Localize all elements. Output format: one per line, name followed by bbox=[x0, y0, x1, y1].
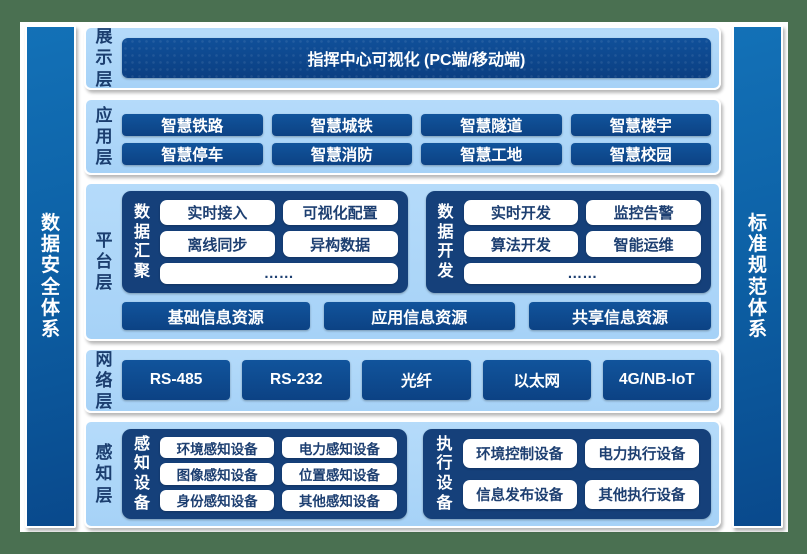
information-resources-row: 基础信息资源 应用信息资源 共享信息资源 bbox=[122, 302, 711, 330]
sensing-devices-items: 环境感知设备 电力感知设备 图像感知设备 位置感知设备 身份感知设备 其他感知设… bbox=[160, 437, 397, 511]
platform-layer-panel: 平台层 数据汇聚 实时接入 可视化配置 离线同步 异构数据 …… bbox=[84, 182, 721, 341]
application-layer-label: 应用层 bbox=[95, 105, 113, 168]
sensing-devices-label-zone: 感知设备 bbox=[132, 435, 152, 512]
sense-box-location: 位置感知设备 bbox=[282, 463, 397, 485]
data-development-items: 实时开发 监控告警 算法开发 智能运维 …… bbox=[463, 200, 701, 285]
platform-layer-label: 平台层 bbox=[95, 230, 113, 293]
network-layer-label-zone: 网络层 bbox=[86, 349, 122, 412]
data-security-sidebar-title: 数据安全体系 bbox=[40, 212, 60, 341]
dev-box-algorithm-dev: 算法开发 bbox=[463, 231, 579, 257]
standards-sidebar: 标准规范体系 bbox=[732, 25, 783, 528]
sense-box-other: 其他感知设备 bbox=[282, 489, 397, 511]
resource-box-shared-info: 共享信息资源 bbox=[529, 302, 711, 330]
agg-box-realtime-access: 实时接入 bbox=[160, 200, 275, 226]
agg-box-visual-config: 可视化配置 bbox=[282, 200, 398, 226]
presentation-layer-label-zone: 展示层 bbox=[86, 27, 122, 89]
network-layer-label: 网络层 bbox=[95, 349, 113, 412]
network-layer-content: RS-485 RS-232 光纤 以太网 4G/NB-IoT bbox=[122, 350, 719, 411]
application-layer-panel: 应用层 智慧铁路 智慧城铁 智慧隧道 智慧楼宇 智慧停车 智慧消防 智慧工地 智… bbox=[84, 98, 721, 175]
standards-sidebar-title: 标准规范体系 bbox=[747, 212, 767, 341]
application-layer-content: 智慧铁路 智慧城铁 智慧隧道 智慧楼宇 智慧停车 智慧消防 智慧工地 智慧校园 bbox=[122, 100, 719, 173]
data-development-label-zone: 数据开发 bbox=[436, 200, 456, 284]
data-security-sidebar: 数据安全体系 bbox=[25, 25, 76, 528]
app-box-smart-parking: 智慧停车 bbox=[122, 143, 263, 165]
network-layer-panel: 网络层 RS-485 RS-232 光纤 以太网 4G/NB-IoT bbox=[84, 348, 721, 413]
command-center-box: 指挥中心可视化 (PC端/移动端) bbox=[122, 38, 711, 78]
platform-layer-content: 数据汇聚 实时接入 可视化配置 离线同步 异构数据 …… 数据开发 bbox=[122, 184, 719, 339]
platform-groups: 数据汇聚 实时接入 可视化配置 离线同步 异构数据 …… 数据开发 bbox=[122, 191, 711, 294]
network-box-rs485: RS-485 bbox=[122, 360, 231, 400]
sense-box-environment: 环境感知设备 bbox=[160, 437, 275, 459]
data-development-label: 数据开发 bbox=[437, 204, 454, 280]
execution-devices-label-zone: 执行设备 bbox=[435, 436, 455, 512]
platform-layer-label-zone: 平台层 bbox=[86, 184, 122, 339]
presentation-layer-content: 指挥中心可视化 (PC端/移动端) bbox=[122, 28, 719, 88]
app-box-smart-fire: 智慧消防 bbox=[271, 143, 412, 165]
app-box-smart-site: 智慧工地 bbox=[421, 143, 562, 165]
execution-devices-group: 执行设备 环境控制设备 电力执行设备 信息发布设备 其他执行设备 bbox=[422, 429, 711, 519]
agg-box-heterogeneous-data: 异构数据 bbox=[282, 231, 398, 257]
app-box-smart-campus: 智慧校园 bbox=[570, 143, 711, 165]
sensing-devices-group: 感知设备 环境感知设备 电力感知设备 图像感知设备 位置感知设备 身份感知设备 … bbox=[122, 429, 407, 519]
presentation-layer-label: 展示层 bbox=[95, 27, 113, 89]
perception-layer-panel: 感知层 感知设备 环境感知设备 电力感知设备 图像感知设备 位置感知设备 身份感… bbox=[84, 420, 721, 528]
application-layer-label-zone: 应用层 bbox=[86, 100, 122, 173]
exec-box-info-publishing: 信息发布设备 bbox=[462, 480, 577, 509]
dev-box-ellipsis: …… bbox=[463, 262, 701, 285]
data-development-group: 数据开发 实时开发 监控告警 算法开发 智能运维 …… bbox=[425, 191, 711, 294]
app-box-smart-building: 智慧楼宇 bbox=[570, 114, 711, 136]
data-aggregation-label: 数据汇聚 bbox=[133, 204, 150, 280]
app-box-smart-metro: 智慧城铁 bbox=[271, 114, 412, 136]
execution-devices-label: 执行设备 bbox=[436, 435, 453, 512]
network-box-4g-nbiot: 4G/NB-IoT bbox=[602, 360, 711, 400]
presentation-layer-panel: 展示层 指挥中心可视化 (PC端/移动端) bbox=[84, 26, 721, 90]
data-aggregation-group: 数据汇聚 实时接入 可视化配置 离线同步 异构数据 …… bbox=[122, 191, 408, 294]
network-box-ethernet: 以太网 bbox=[482, 360, 591, 400]
app-box-smart-railway: 智慧铁路 bbox=[122, 114, 263, 136]
resource-box-basic-info: 基础信息资源 bbox=[122, 302, 310, 330]
exec-box-other-execution: 其他执行设备 bbox=[584, 480, 699, 509]
resource-box-application-info: 应用信息资源 bbox=[323, 302, 515, 330]
data-aggregation-label-zone: 数据汇聚 bbox=[132, 200, 152, 284]
app-box-smart-tunnel: 智慧隧道 bbox=[421, 114, 562, 136]
perception-layer-label-zone: 感知层 bbox=[86, 422, 122, 526]
perception-layer-label: 感知层 bbox=[95, 443, 113, 505]
network-box-fiber: 光纤 bbox=[362, 360, 471, 400]
sense-box-image: 图像感知设备 bbox=[160, 463, 275, 485]
network-box-rs232: RS-232 bbox=[242, 360, 351, 400]
exec-box-environment-control: 环境控制设备 bbox=[462, 439, 577, 468]
exec-box-power-execution: 电力执行设备 bbox=[584, 439, 699, 468]
execution-devices-items: 环境控制设备 电力执行设备 信息发布设备 其他执行设备 bbox=[462, 439, 699, 509]
dev-box-monitor-alert: 监控告警 bbox=[586, 200, 701, 226]
perception-layer-content: 感知设备 环境感知设备 电力感知设备 图像感知设备 位置感知设备 身份感知设备 … bbox=[122, 422, 719, 526]
sense-box-power: 电力感知设备 bbox=[282, 437, 397, 459]
dev-box-realtime-dev: 实时开发 bbox=[463, 200, 579, 226]
dev-box-smart-ops: 智能运维 bbox=[586, 231, 701, 257]
sense-box-identity: 身份感知设备 bbox=[160, 489, 275, 511]
agg-box-ellipsis: …… bbox=[160, 262, 398, 285]
data-aggregation-items: 实时接入 可视化配置 离线同步 异构数据 …… bbox=[160, 200, 398, 285]
sensing-devices-label: 感知设备 bbox=[133, 435, 150, 512]
agg-box-offline-sync: 离线同步 bbox=[160, 231, 275, 257]
